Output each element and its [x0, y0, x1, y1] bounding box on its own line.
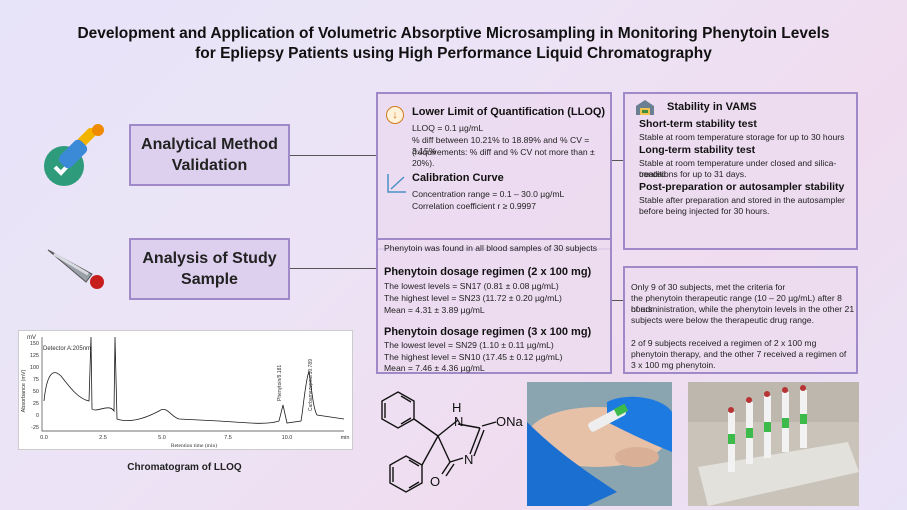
ytick: -25 [31, 425, 39, 431]
phenytoin-peak-label: Phenytoin/9.181 [277, 365, 283, 401]
lloq-calibration-panel: ↓ Lower Limit of Quantification (LLOQ) L… [376, 92, 612, 250]
arrow-down-icon: ↓ [386, 106, 404, 124]
connector-lloq-stability [612, 160, 623, 161]
results-p2-line-3: 3 x 100 mg phenytoin. [631, 360, 716, 370]
xtick: 5.0 [158, 435, 166, 441]
xtick-unit: min [341, 435, 350, 441]
study-intro: Phenytoin was found in all blood samples… [384, 243, 598, 253]
analytical-method-validation-label: Analytical Method Validation [129, 124, 290, 186]
analysis-study-sample-label: Analysis of Study Sample [129, 238, 290, 300]
ytick: 75 [33, 377, 39, 383]
n2-atom-label: N [464, 452, 473, 467]
title-line-2: for Epliepsy Patients using High Perform… [195, 45, 712, 62]
xtick: 0.0 [40, 435, 48, 441]
stability-heading: Stability in VAMS [667, 101, 757, 113]
lloq-line-3: (requirements: % diff and % CV not more … [412, 147, 595, 168]
results-panel: Only 9 of 30 subjects, met the criteria … [623, 266, 858, 374]
long-term-text-1: Stable at room temperature under closed … [639, 158, 837, 179]
connector-study [290, 268, 376, 269]
lloq-line-2: % diff between 10.21% to 18.89% and % CV… [412, 135, 590, 156]
long-term-heading: Long-term stability test [639, 144, 756, 156]
results-p1-line-2: the phenytoin therapeutic range (10 – 20… [631, 293, 842, 314]
regimen-2-line-2: The highest level = SN10 (17.45 ± 0.12 µ… [384, 352, 563, 362]
connector-validation [290, 155, 376, 156]
lloq-heading: Lower Limit of Quantification (LLOQ) [412, 106, 606, 118]
results-p2-line-1: 2 of 9 subjects received a regimen of 2 … [631, 338, 817, 348]
ytick: 25 [33, 401, 39, 407]
chromatogram-caption: Chromatogram of LLOQ [127, 462, 242, 473]
finger-sampling-photo [527, 382, 672, 506]
stability-panel: Stability in VAMS Short-term stability t… [623, 92, 858, 250]
regimen-1-heading: Phenytoin dosage regimen (2 x 100 mg) [384, 266, 592, 278]
calibration-heading: Calibration Curve [412, 172, 504, 184]
ytick: 50 [33, 389, 39, 395]
study-sample-panel: Phenytoin was found in all blood samples… [376, 238, 612, 374]
chromatogram-figure: mV Detector A:205nm Absorbance (mV) 150 … [18, 330, 353, 450]
results-p1-line-1: Only 9 of 30 subjects, met the criteria … [631, 282, 786, 292]
chromatogram-ylabel: Absorbance (mV) [21, 369, 27, 412]
chromatogram-detector-label: Detector A:205nm [43, 346, 91, 352]
connector-study-results [612, 300, 623, 301]
post-prep-heading: Post-preparation or autosampler stabilit… [639, 181, 845, 193]
carbamazepine-peak-label: Carbamazepine/10.789 [308, 359, 314, 411]
regimen-2-line-1: The lowest level = SN29 (1.10 ± 0.11 µg/… [384, 340, 554, 350]
poster-title: Development and Application of Volumetri… [40, 24, 867, 64]
regimen-1-line-2: The highest level = SN23 (11.72 ± 0.20 µ… [384, 293, 562, 303]
ytick: 0 [36, 413, 39, 419]
results-p1-line-3: of administration, while the phenytoin l… [631, 304, 855, 314]
storage-building-icon [636, 100, 654, 115]
long-term-text-2: conditions for up to 31 days. [639, 169, 747, 179]
chromatogram-xticks: 0.0 2.5 5.0 7.5 10.0 min [40, 435, 349, 441]
o-atom-label: O [430, 474, 440, 489]
n-atom-label: N [454, 414, 463, 429]
chromatogram-yticks: 150 125 100 75 50 25 0 -25 [30, 341, 39, 431]
regimen-1-line-1: The lowest levels = SN17 (0.81 ± 0.08 µg… [384, 281, 559, 291]
xtick: 7.5 [224, 435, 232, 441]
post-prep-text-2: before being injected for 30 hours. [639, 206, 770, 216]
calibration-line-2: Correlation coefficient r ≥ 0.9997 [412, 201, 536, 211]
regimen-1-line-3: Mean = 4.31 ± 3.89 µg/mL [384, 305, 485, 315]
post-prep-text-1: Stable after preparation and stored in t… [639, 195, 845, 205]
ona-group-label: ONa [496, 414, 523, 429]
results-p2-line-2: phenytoin therapy, and the other 7 recei… [631, 349, 847, 359]
calibration-line-1: Concentration range = 0.1 – 30.0 µg/mL [412, 189, 565, 199]
ytick: 125 [30, 353, 39, 359]
chromatogram-plot: mV Detector A:205nm Absorbance (mV) 150 … [21, 335, 349, 449]
microsampler-validation-icon [44, 124, 104, 186]
chromatogram-trace [43, 336, 345, 424]
chromatogram-xlabel: Retention time (min) [171, 442, 217, 449]
calibration-chart-icon [387, 174, 406, 193]
regimen-2-line-3: Mean = 7.46 ± 4.36 µg/mL [384, 363, 485, 373]
ytick: 150 [30, 341, 39, 347]
phenytoin-sodium-structure: H N N ONa O [381, 391, 523, 493]
chromatogram-unit-label: mV [27, 335, 36, 341]
sampler-tip-icon [47, 249, 104, 289]
short-term-text: Stable at room temperature storage for u… [639, 132, 845, 142]
regimen-2-heading: Phenytoin dosage regimen (3 x 100 mg) [384, 326, 592, 338]
results-p1-line-4: subjects were below the therapeutic drug… [631, 315, 814, 325]
xtick: 10.0 [282, 435, 293, 441]
h-atom-label: H [452, 400, 461, 415]
short-term-heading: Short-term stability test [639, 118, 757, 130]
xtick: 2.5 [99, 435, 107, 441]
ytick: 100 [30, 365, 39, 371]
chromatogram-axes [41, 337, 344, 432]
title-line-1: Development and Application of Volumetri… [77, 25, 830, 42]
sampler-rack-photo [688, 382, 859, 506]
lloq-line-1: LLOQ = 0.1 µg/mL [412, 123, 484, 133]
